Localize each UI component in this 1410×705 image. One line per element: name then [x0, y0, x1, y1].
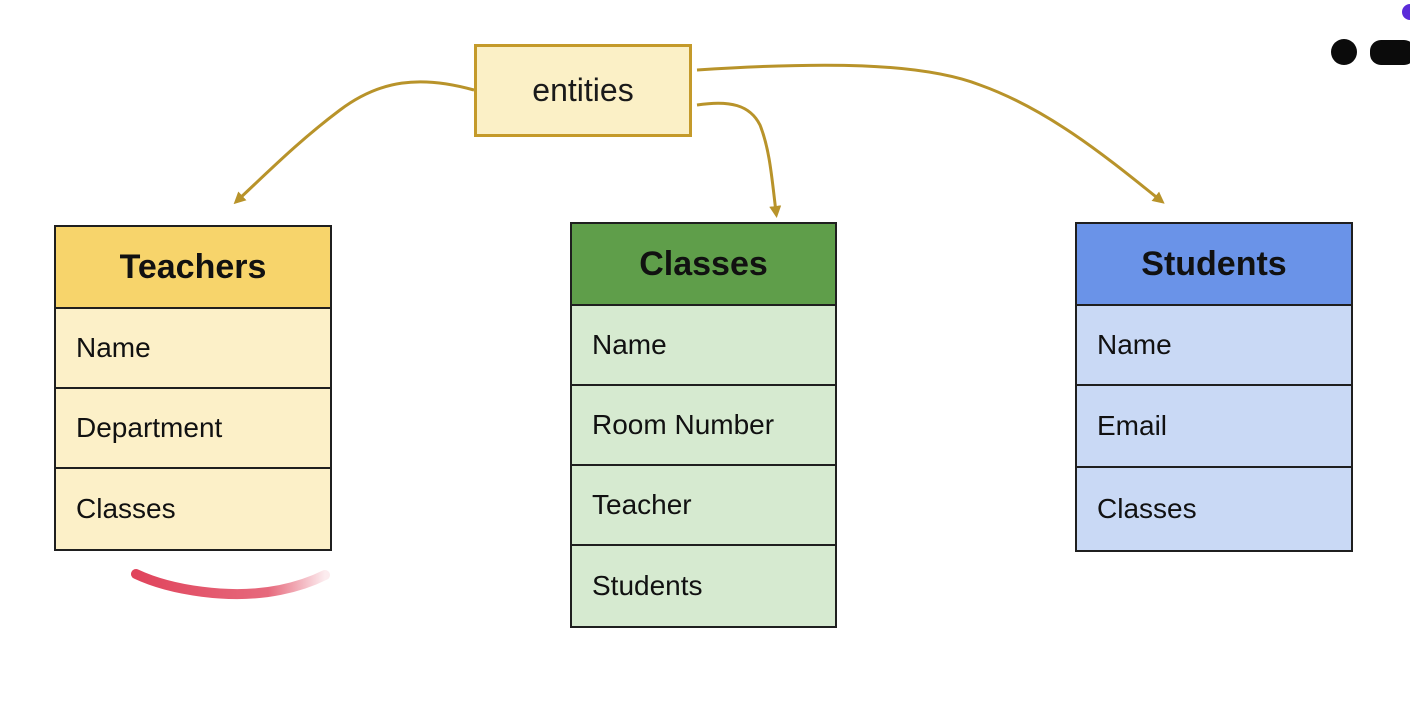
teachers-entity-table: Teachers Name Department Classes: [54, 225, 332, 551]
teachers-title: Teachers: [119, 247, 267, 286]
students-field-row: Classes: [1077, 468, 1351, 550]
students-field-email: Email: [1097, 410, 1168, 441]
connector-to-classes: [696, 101, 782, 218]
classes-title: Classes: [639, 244, 768, 283]
classes-field-row: Students: [572, 546, 835, 626]
classes-field-row: Name: [572, 306, 835, 386]
teachers-field-classes: Classes: [76, 493, 176, 524]
students-field-name: Name: [1097, 329, 1172, 360]
students-entity-table: Students Name Email Classes: [1075, 222, 1353, 552]
corner-pill-icon: [1370, 40, 1410, 65]
teachers-table-header: Teachers: [56, 227, 330, 309]
entities-root-box: entities: [474, 44, 692, 137]
students-field-classes: Classes: [1097, 493, 1197, 524]
students-table-header: Students: [1077, 224, 1351, 306]
classes-field-row: Teacher: [572, 466, 835, 546]
teachers-field-row: Classes: [56, 469, 330, 549]
students-field-row: Name: [1077, 306, 1351, 386]
connector-to-students: [696, 63, 1165, 204]
classes-field-room-number: Room Number: [592, 409, 775, 440]
connector-to-teachers: [233, 80, 475, 205]
annotation-underline-stroke: [131, 569, 330, 599]
students-title: Students: [1141, 244, 1287, 283]
corner-purple-dot-icon: [1402, 4, 1410, 20]
teachers-field-row: Department: [56, 389, 330, 469]
classes-table-header: Classes: [572, 224, 835, 306]
corner-dot-icon: [1331, 39, 1357, 65]
classes-field-teacher: Teacher: [592, 489, 692, 520]
classes-entity-table: Classes Name Room Number Teacher Student…: [570, 222, 837, 628]
classes-field-students: Students: [592, 570, 703, 601]
teachers-field-department: Department: [76, 412, 223, 443]
classes-field-row: Room Number: [572, 386, 835, 466]
teachers-field-row: Name: [56, 309, 330, 389]
teachers-field-name: Name: [76, 332, 151, 363]
classes-field-name: Name: [592, 329, 667, 360]
entities-root-label: entities: [532, 72, 634, 108]
students-field-row: Email: [1077, 386, 1351, 468]
